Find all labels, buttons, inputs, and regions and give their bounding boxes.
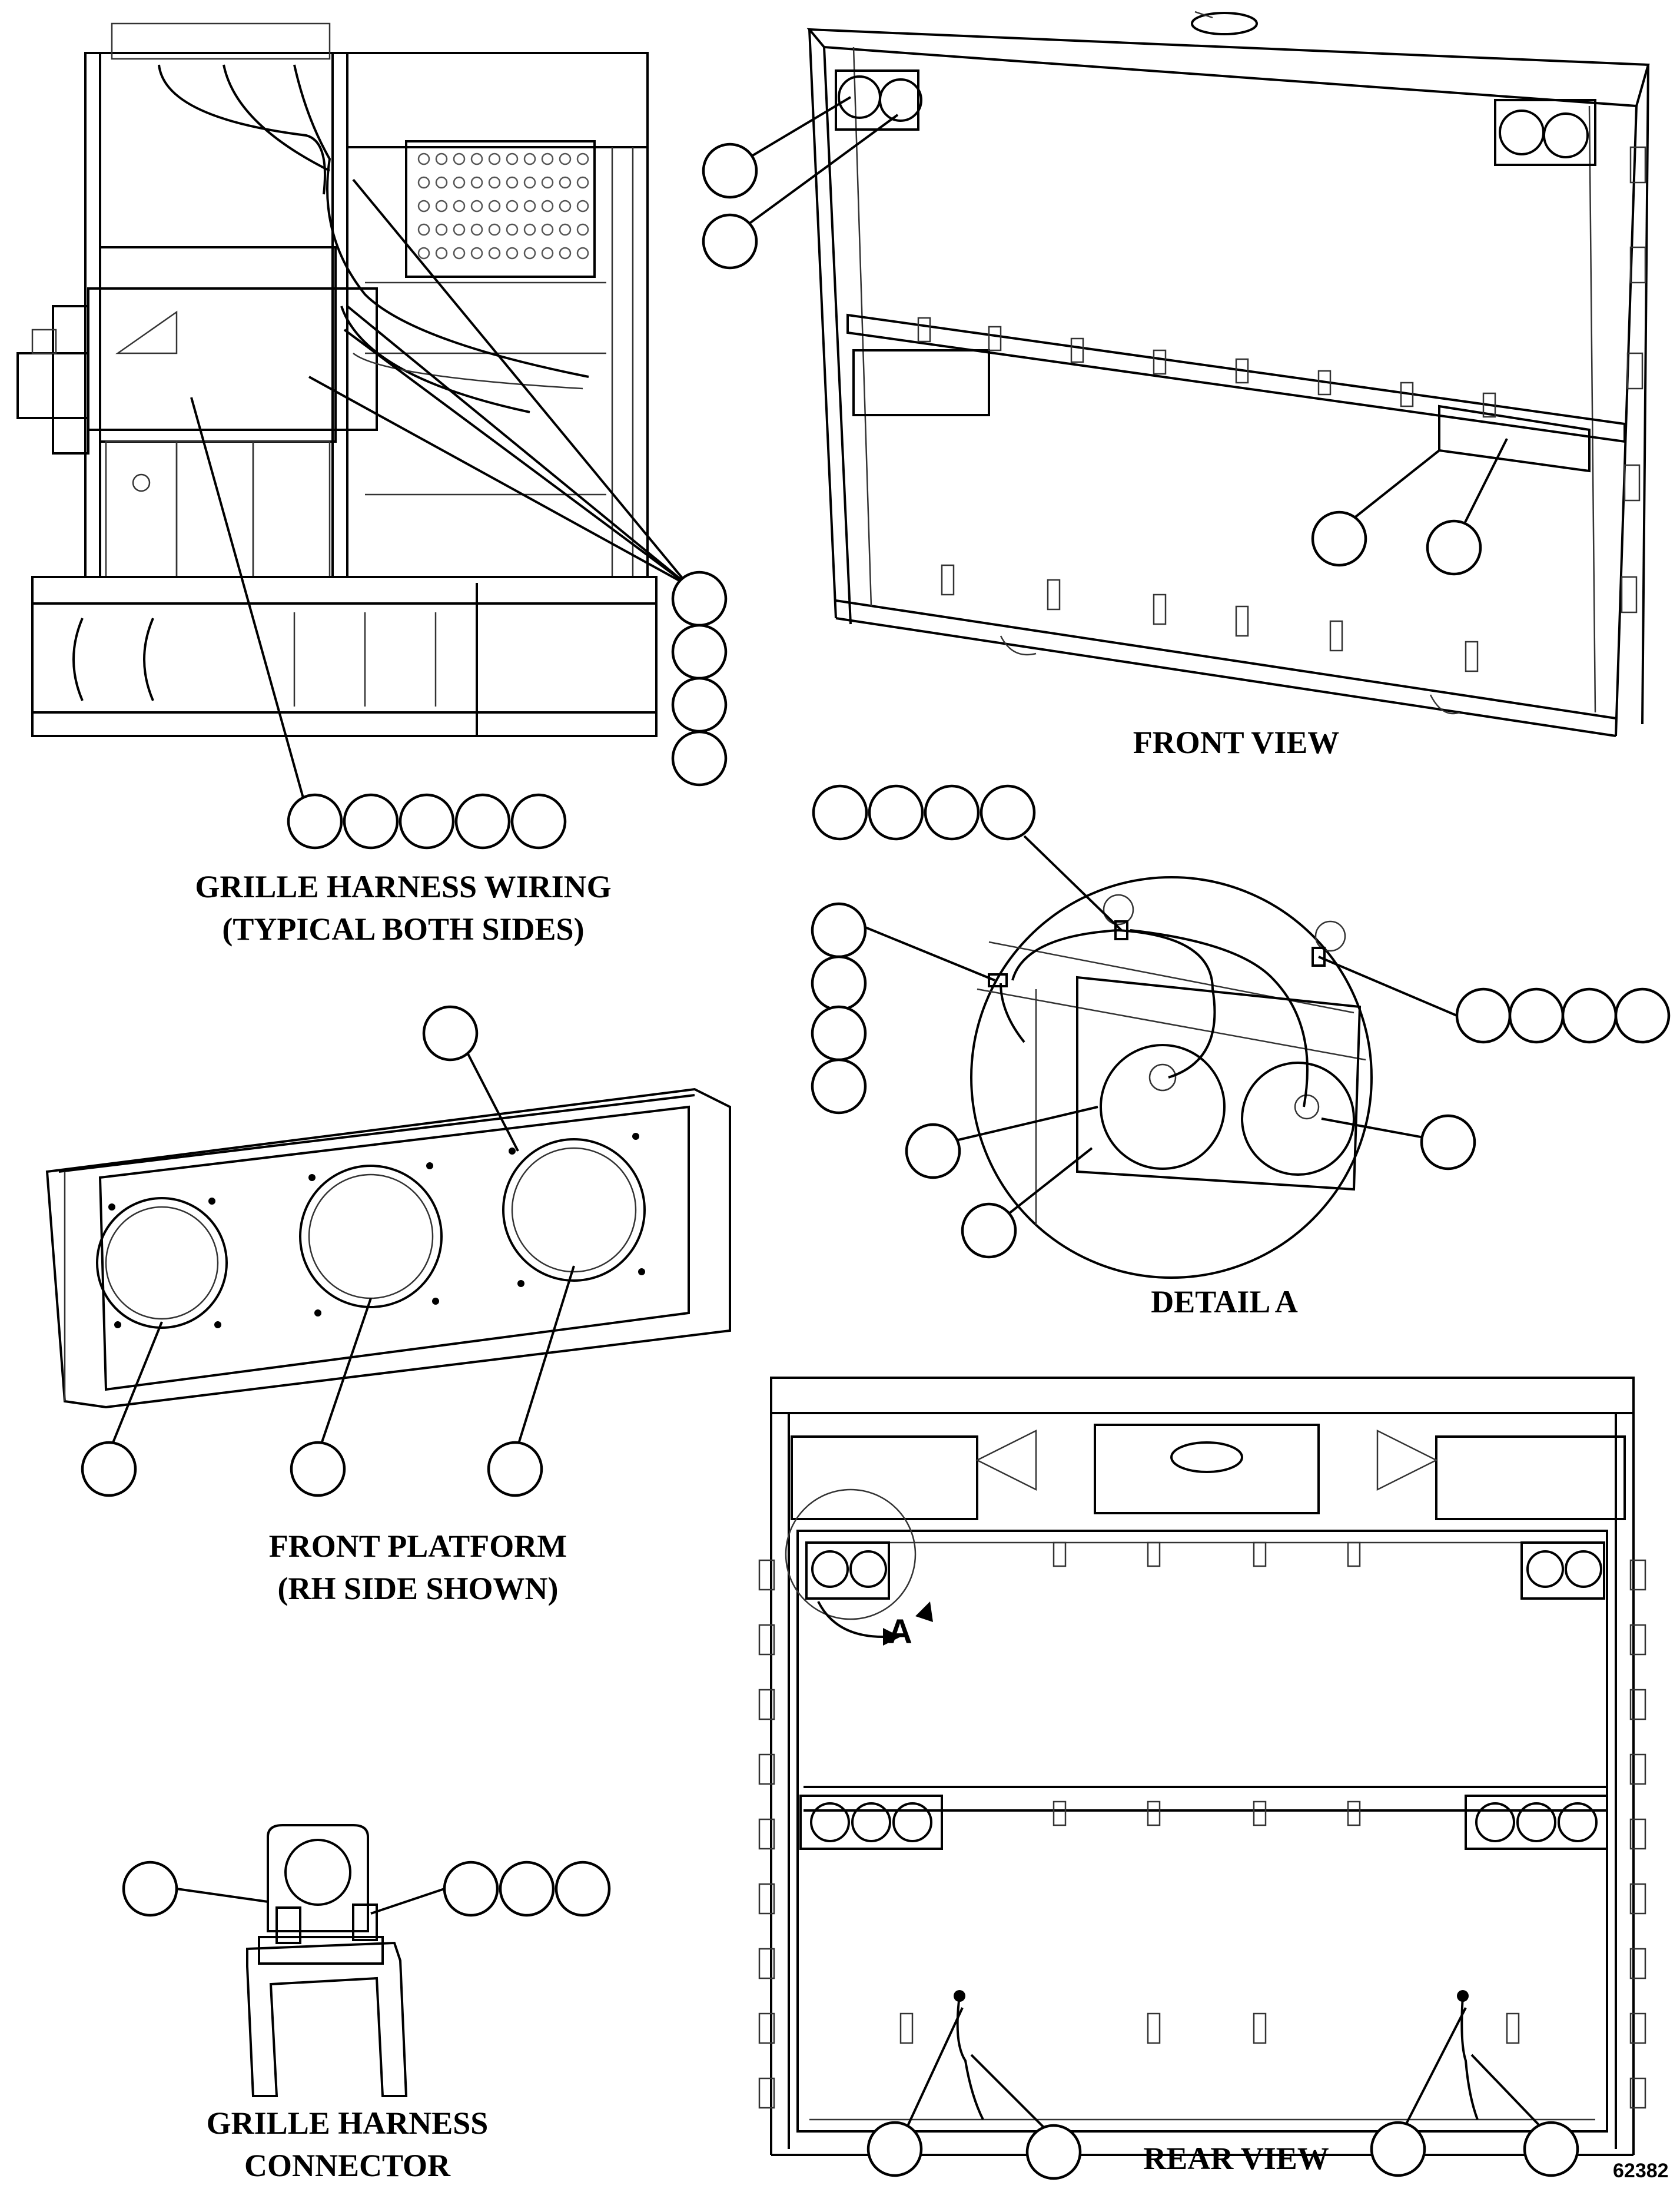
front-view-callouts xyxy=(702,142,1482,576)
caption-line-1: REAR VIEW xyxy=(1143,2141,1329,2176)
detail-a-callout-letter: A xyxy=(888,1613,912,1651)
rear-view-caption: REAR VIEW xyxy=(1089,2137,1383,2180)
detail-a-callouts xyxy=(811,784,1671,1259)
grille-harness-wiring-drawing xyxy=(16,22,658,737)
front-view-drawing xyxy=(806,11,1650,737)
detail-a-leaders xyxy=(865,835,1457,1226)
caption-line-1: FRONT VIEW xyxy=(1133,725,1340,760)
caption-line-1: FRONT PLATFORM xyxy=(268,1528,567,1564)
front-platform-callouts xyxy=(81,1005,543,1497)
detail-a-drawing xyxy=(970,876,1373,1279)
rear-view-drawing xyxy=(758,1377,1646,2156)
caption-line-1: GRILLE HARNESS xyxy=(206,2105,489,2141)
caption-line-2: (TYPICAL BOTH SIDES) xyxy=(222,911,585,947)
grille-harness-connector-callouts xyxy=(122,1861,611,1917)
grille-wiring-leaders xyxy=(190,178,690,798)
front-platform-drawing xyxy=(45,1087,731,1409)
caption-line-2: CONNECTOR xyxy=(244,2148,451,2183)
detail-a-caption: DETAIL A xyxy=(1077,1281,1372,1323)
caption-line-1: DETAIL A xyxy=(1151,1284,1298,1319)
front-view-caption: FRONT VIEW xyxy=(1071,721,1401,764)
rear-view-leaders xyxy=(905,2007,1543,2133)
grille-harness-connector-drawing xyxy=(246,1824,408,2097)
figure-number: 62382 xyxy=(1613,2160,1669,2182)
grille-harness-connector-leaders xyxy=(176,1888,445,1915)
rear-view-callouts xyxy=(866,2121,1579,2180)
grille-wiring-callouts xyxy=(287,571,728,850)
caption-line-2: (RH SIDE SHOWN) xyxy=(277,1571,559,1606)
front-platform-leaders xyxy=(111,1053,575,1446)
front-platform-caption: FRONT PLATFORM (RH SIDE SHOWN) xyxy=(194,1525,642,1610)
grille-harness-wiring-caption: GRILLE HARNESS WIRING (TYPICAL BOTH SIDE… xyxy=(147,865,659,950)
caption-line-1: GRILLE HARNESS WIRING xyxy=(195,869,612,904)
grille-harness-connector-caption: GRILLE HARNESS CONNECTOR xyxy=(165,2102,530,2187)
